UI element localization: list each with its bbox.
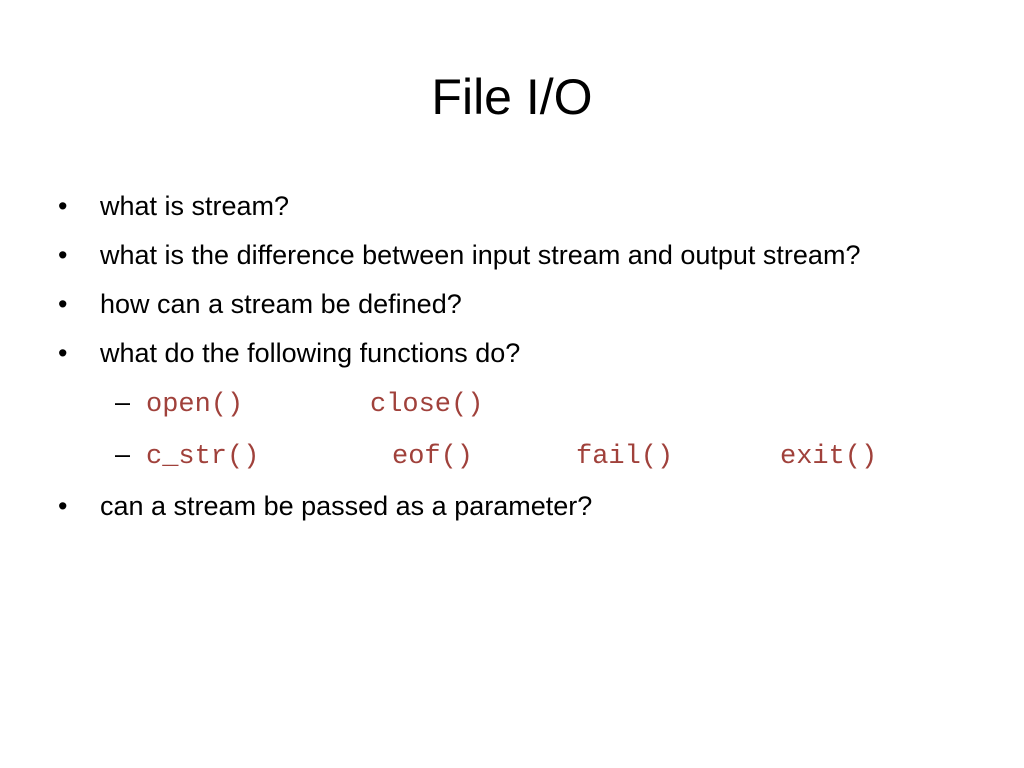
bullet-text: what do the following functions do? <box>100 338 521 368</box>
bullet-item: • can a stream be passed as a parameter? <box>0 485 1024 527</box>
function-name: c_str() <box>146 442 260 472</box>
bullet-icon: • <box>58 289 68 319</box>
function-name: exit() <box>780 442 878 472</box>
function-name: eof() <box>392 442 474 472</box>
bullet-text: what is stream? <box>100 191 290 221</box>
function-name: close() <box>370 390 484 420</box>
function-name: open() <box>146 390 244 420</box>
sub-list-container: – open() close() – c_str() eof() fail() exit… <box>0 381 1024 478</box>
bullet-item: • what is the difference between input s… <box>0 234 1024 276</box>
bullet-item: • how can a stream be defined? <box>0 283 1024 325</box>
sub-bullet-list: – open() close() – c_str() eof() fail() exit… <box>0 381 1024 478</box>
function-name: fail() <box>576 442 674 472</box>
bullet-icon: • <box>58 491 68 521</box>
bullet-item: • what do the following functions do? <box>0 332 1024 374</box>
dash-icon: – <box>115 387 131 417</box>
bullet-icon: • <box>58 338 68 368</box>
bullet-text: how can a stream be defined? <box>100 289 462 319</box>
bullet-text: can a stream be passed as a parameter? <box>100 491 593 521</box>
dash-icon: – <box>115 439 131 469</box>
bullet-item: • what is stream? <box>0 185 1024 227</box>
bullet-text: what is the difference between input str… <box>100 240 861 270</box>
sub-bullet-item: – c_str() eof() fail() exit() <box>0 433 1024 478</box>
bullet-icon: • <box>58 191 68 221</box>
bullet-list: • what is stream? • what is the differen… <box>0 185 1024 534</box>
sub-bullet-item: – open() close() <box>0 381 1024 426</box>
bullet-icon: • <box>58 240 68 270</box>
slide-title: File I/O <box>431 69 593 125</box>
